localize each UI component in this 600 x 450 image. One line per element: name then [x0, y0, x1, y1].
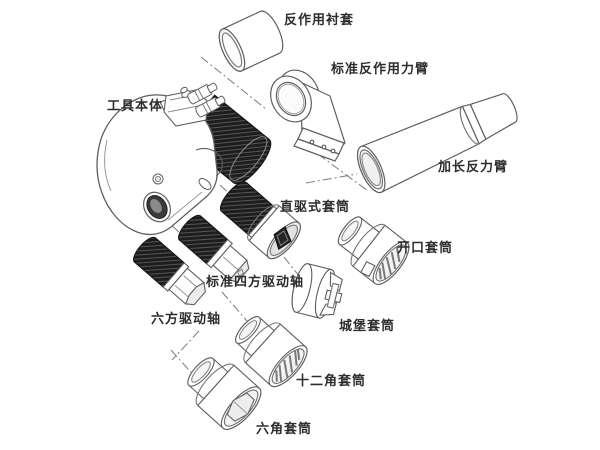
reaction-bushing-drawing — [218, 10, 284, 72]
label-hex-socket: 六角套筒 — [256, 421, 313, 436]
label-castle-socket: 城堡套筒 — [339, 318, 396, 333]
open-socket-drawing — [337, 216, 410, 285]
tool-body-drawing — [96, 82, 272, 236]
label-direct-drive-socket: 直驱式套筒 — [280, 199, 351, 214]
standard-reaction-arm-drawing — [270, 69, 346, 162]
hex-socket-drawing — [187, 357, 262, 430]
castle-socket-drawing — [291, 263, 343, 319]
label-twelve-point-socket: 十二角套筒 — [296, 373, 367, 388]
hex-drive-shaft-drawing — [133, 236, 206, 306]
standard-square-drive-shaft-drawing — [178, 214, 250, 283]
direct-drive-socket-drawing — [219, 181, 301, 260]
label-standard-square-drive-shaft: 标准四方驱动轴 — [206, 274, 305, 289]
label-open-socket: 开口套筒 — [397, 240, 454, 255]
label-tool-body: 工具本体 — [107, 98, 164, 113]
twelve-point-socket-drawing — [235, 316, 308, 388]
label-extended-reaction-arm: 加长反力臂 — [438, 159, 509, 174]
label-hex-drive-shaft: 六方驱动轴 — [151, 311, 222, 326]
label-reaction-bushing: 反作用衬套 — [284, 12, 355, 27]
label-standard-reaction-arm: 标准反作用力臂 — [331, 61, 430, 76]
extended-reaction-arm-drawing — [356, 93, 518, 194]
